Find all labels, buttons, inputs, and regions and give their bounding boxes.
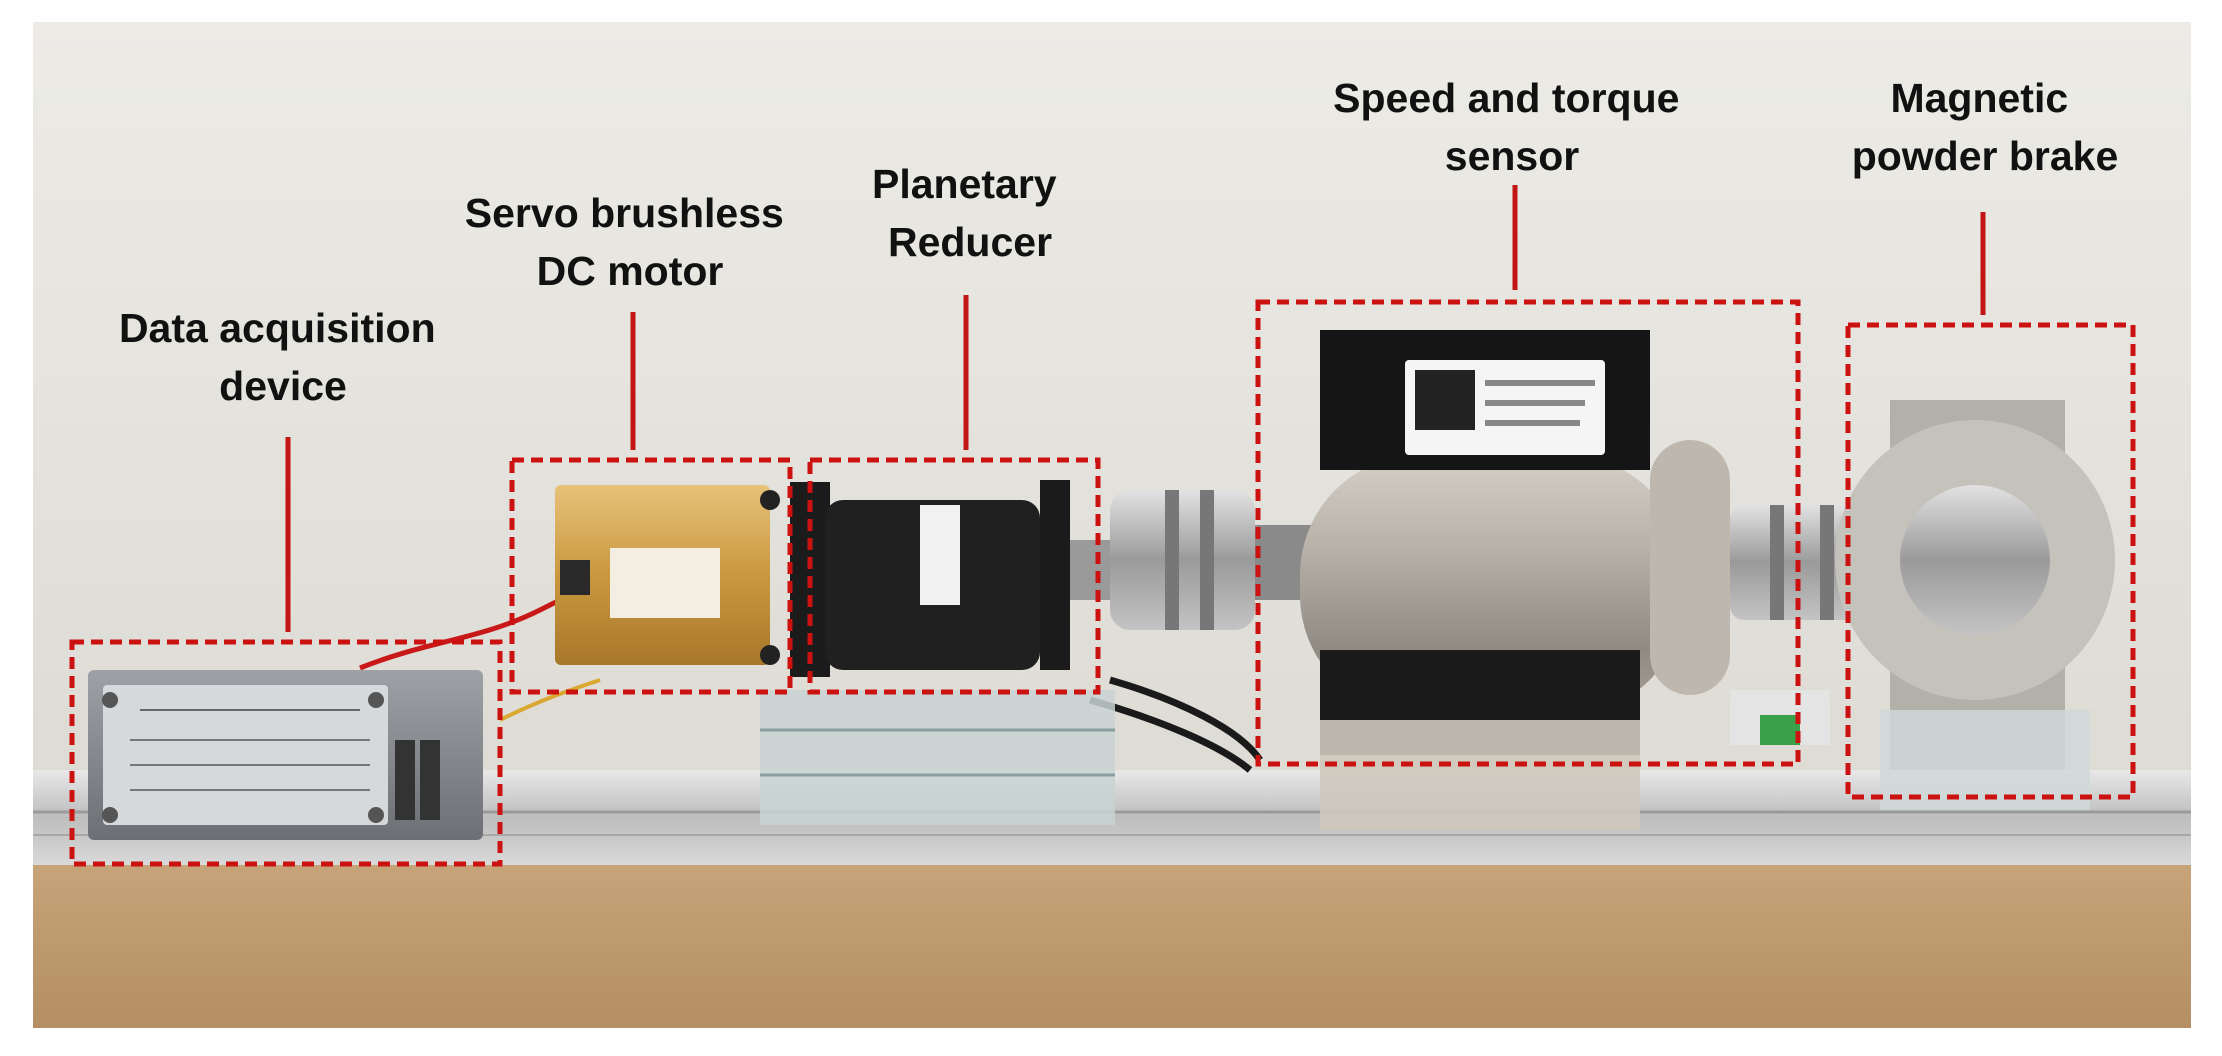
label-torque-sensor: Speed and torque sensor [1333, 75, 1691, 179]
desk-surface [33, 850, 2191, 1028]
highlight-box-servo-motor [509, 457, 793, 695]
torque-sensor [1300, 330, 1730, 830]
highlight-box-planetary-reducer [807, 457, 1101, 695]
highlight-box-data-acquisition [69, 639, 503, 867]
label-planetary-reducer: Planetary Reducer [872, 161, 1068, 265]
highlight-box-powder-brake [1845, 322, 2136, 800]
data-acquisition-unit [88, 670, 483, 840]
planetary-reducer [760, 480, 1115, 825]
red-cable [359, 597, 562, 671]
magnetic-powder-brake [1730, 400, 2115, 810]
label-data-acquisition: Data acquisition device [119, 305, 447, 409]
yellow-cable [499, 678, 601, 722]
label-powder-brake: Magnetic powder brake [1852, 75, 2119, 179]
servo-motor [555, 485, 780, 665]
highlight-box-torque-sensor [1255, 299, 1801, 767]
label-servo-motor: Servo brushless DC motor [465, 190, 795, 294]
